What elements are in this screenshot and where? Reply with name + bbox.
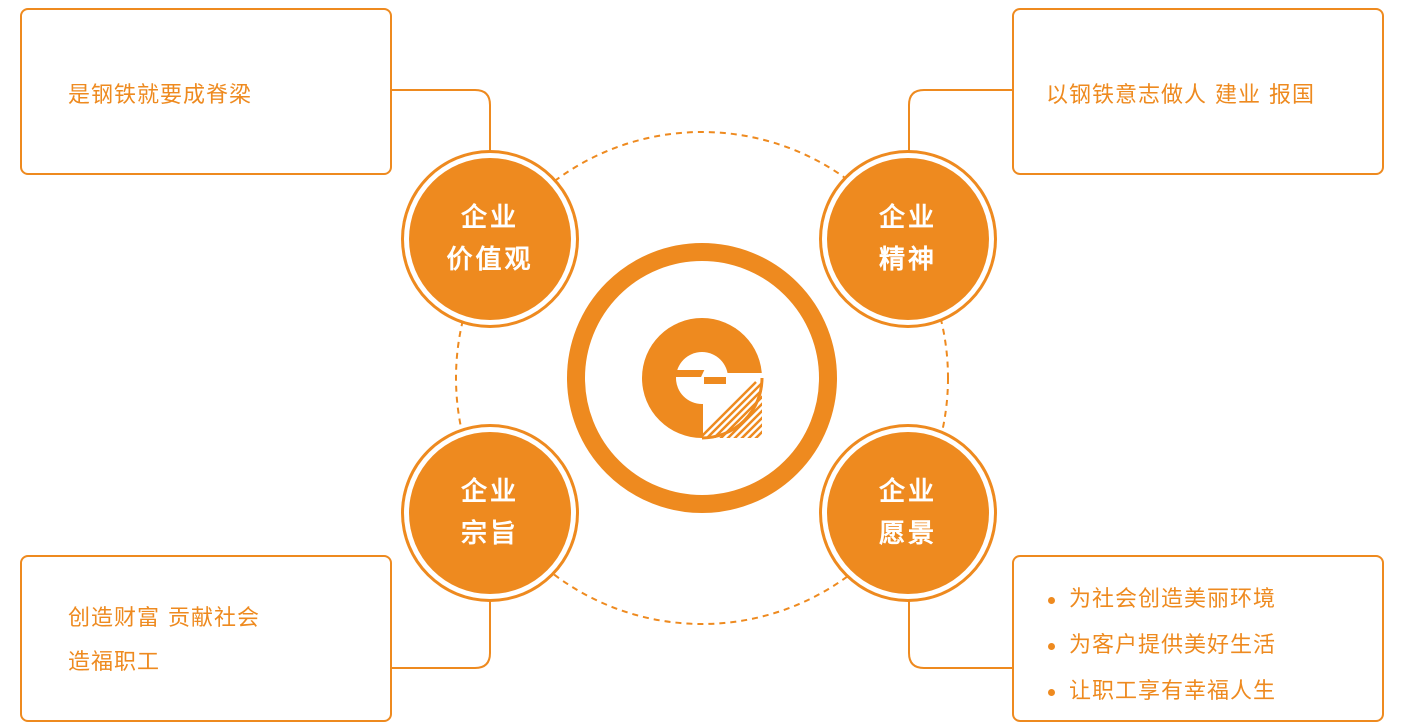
spirit-circle: 企业 精神 [827, 158, 989, 320]
vision-circle-line-2: 愿景 [878, 519, 937, 549]
purpose-line-1: 创造财富 贡献社会 [68, 606, 260, 631]
values-circle: 企业 价值观 [409, 158, 571, 320]
vision-circle-line-1: 企业 [878, 477, 937, 507]
values-circle-line-2: 价值观 [446, 245, 534, 275]
vision-item-text: 为客户提供美好生活 [1069, 633, 1277, 658]
purpose-circle: 企业 宗旨 [409, 432, 571, 594]
vision-list: 为社会创造美丽环境 为客户提供美好生活 让职工享有幸福人生 [1048, 577, 1276, 715]
bullet-dot-icon [1048, 688, 1055, 696]
values-box: 是钢铁就要成脊梁 [20, 8, 392, 175]
purpose-box: 创造财富 贡献社会 造福职工 [20, 555, 392, 722]
spirit-circle-line-1: 企业 [878, 203, 937, 233]
vision-list-item: 为社会创造美丽环境 [1048, 577, 1276, 623]
bullet-dot-icon [1048, 596, 1055, 604]
vision-list-item: 为客户提供美好生活 [1048, 623, 1276, 669]
vision-box: 为社会创造美丽环境 为客户提供美好生活 让职工享有幸福人生 [1012, 555, 1384, 722]
connector-bottom-right [908, 598, 1012, 669]
connector-top-left [392, 89, 491, 160]
purpose-circle-line-2: 宗旨 [460, 519, 519, 549]
logo-outer-ring [567, 243, 837, 513]
vision-list-item: 让职工享有幸福人生 [1048, 669, 1276, 715]
logo-graphic [567, 243, 837, 513]
dashed-ring [455, 131, 949, 625]
purpose-text: 创造财富 贡献社会 造福职工 [68, 597, 260, 685]
connector-bottom-left [392, 598, 491, 669]
bullet-dot-icon [1048, 642, 1055, 650]
vision-item-text: 为社会创造美丽环境 [1069, 587, 1277, 612]
company-logo-icon [566, 242, 838, 514]
vision-item-text: 让职工享有幸福人生 [1069, 679, 1277, 704]
purpose-line-2: 造福职工 [68, 650, 161, 675]
values-circle-line-1: 企业 [460, 203, 519, 233]
vision-circle: 企业 愿景 [827, 432, 989, 594]
connector-top-right [908, 89, 1012, 160]
purpose-circle-line-1: 企业 [460, 477, 519, 507]
spirit-text: 以钢铁意志做人 建业 报国 [1046, 83, 1315, 108]
spirit-circle-line-2: 精神 [878, 245, 937, 275]
spirit-box: 以钢铁意志做人 建业 报国 [1012, 8, 1384, 175]
values-text: 是钢铁就要成脊梁 [68, 83, 253, 108]
